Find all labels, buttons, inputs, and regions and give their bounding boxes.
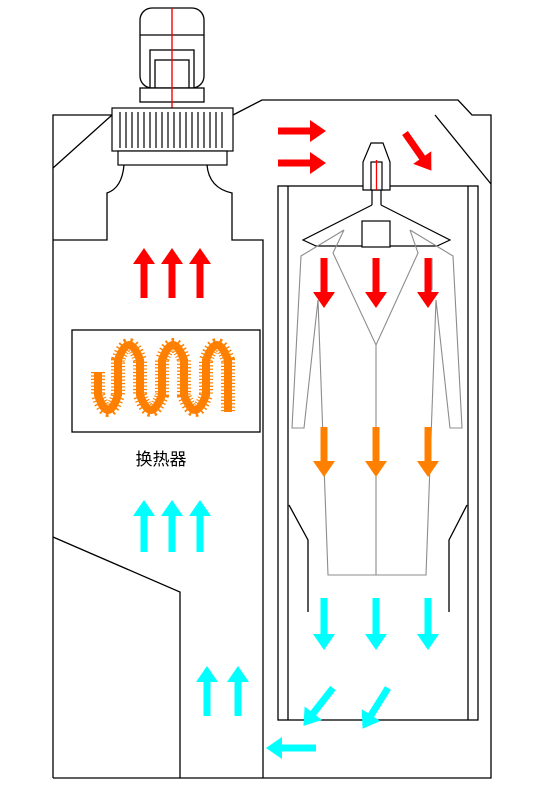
cool-air-arrow: [361, 686, 391, 729]
motor-icon: [139, 7, 205, 108]
cool-air-arrow: [417, 598, 439, 650]
cabinet-outline: [52, 99, 492, 779]
hot-air-arrow: [278, 120, 326, 142]
cool-air-arrow: [189, 500, 211, 552]
hot-air-arrow: [278, 152, 326, 174]
cool-air-arrow: [313, 598, 335, 650]
cool-air-arrow: [161, 500, 183, 552]
cool-air-arrow: [133, 500, 155, 552]
cool-air-arrow: [303, 685, 336, 726]
heating-coil-icon: [91, 338, 235, 417]
warm-air-arrow: [313, 427, 335, 477]
heat-exchanger-label: 换热器: [136, 450, 187, 470]
airflow-arrows: [133, 120, 439, 759]
hot-air-arrow: [133, 248, 155, 298]
cool-air-arrow: [196, 666, 218, 716]
warm-air-arrow: [417, 427, 439, 477]
heat-exchanger: 换热器: [71, 329, 261, 470]
fan-impeller-icon: [111, 107, 234, 166]
left-air-duct: [52, 164, 264, 778]
hot-air-arrow: [417, 258, 439, 308]
hot-air-arrow: [402, 130, 432, 171]
hot-air-arrow: [365, 258, 387, 308]
warm-air-arrow: [365, 427, 387, 477]
heat-exchanger-frame: [71, 329, 261, 433]
hanger-icon: [301, 142, 452, 248]
hot-air-arrow: [313, 258, 335, 308]
hot-air-arrow: [189, 248, 211, 298]
cool-air-arrow: [365, 598, 387, 650]
cool-air-arrow: [266, 737, 316, 759]
cool-air-arrow: [227, 666, 249, 716]
hot-air-arrow: [161, 248, 183, 298]
